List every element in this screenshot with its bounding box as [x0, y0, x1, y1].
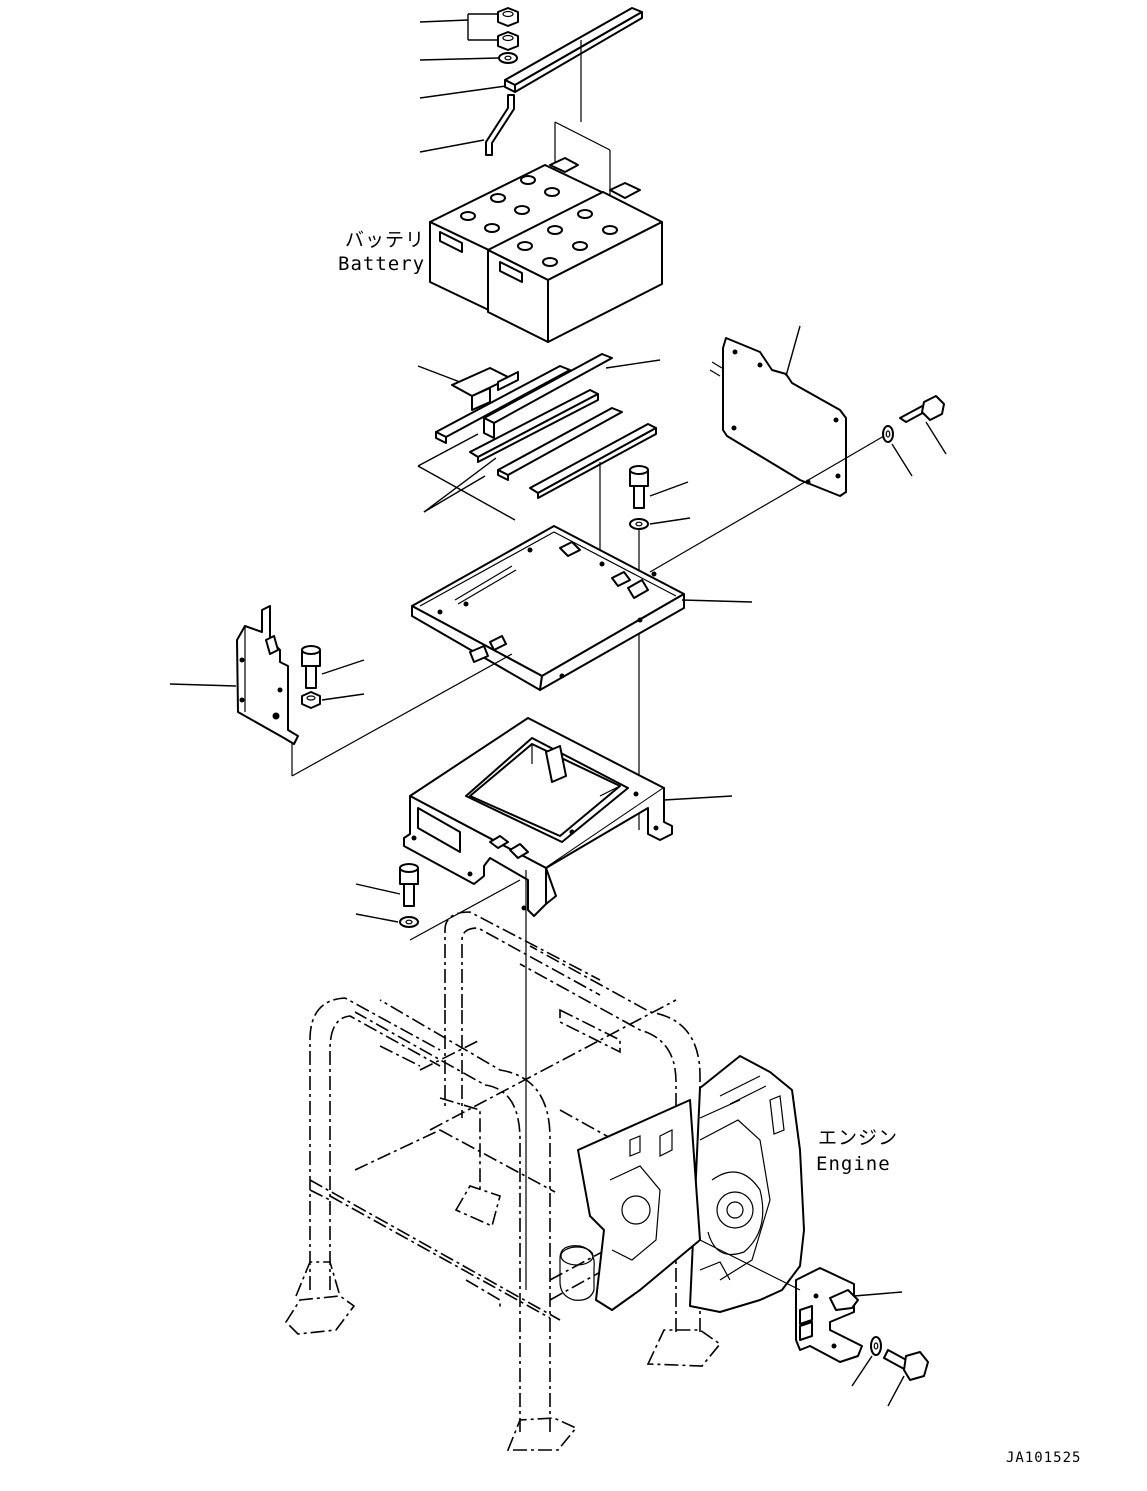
frame-phantom: [284, 911, 722, 1451]
leader-lines-lower: [699, 1239, 905, 1407]
top-washer[interactable]: [498, 52, 518, 64]
tray-bolt[interactable]: [629, 465, 649, 509]
leader-lines-bracket: [169, 659, 365, 701]
battery-label: バッテリ Battery: [338, 229, 425, 275]
cover-washer[interactable]: [882, 425, 894, 443]
battery-right[interactable]: [487, 182, 663, 343]
leader-lines-stand: [663, 795, 733, 801]
tray-washer[interactable]: [629, 518, 649, 530]
cover-plate[interactable]: [709, 337, 847, 497]
top-nut-1[interactable]: [497, 7, 519, 27]
cover-bolt[interactable]: [899, 395, 945, 423]
battery-label-en: Battery: [338, 253, 425, 275]
strip-3[interactable]: [469, 389, 599, 463]
strip-2[interactable]: [483, 353, 613, 439]
rubber-pad[interactable]: [451, 367, 519, 411]
side-bracket[interactable]: [236, 605, 299, 745]
strip-1[interactable]: [435, 365, 571, 444]
lower-bracket[interactable]: [795, 1267, 863, 1363]
leader-lines-stand-bolt: [355, 870, 527, 1290]
lower-bolt[interactable]: [883, 1349, 929, 1381]
leader-lines-cover: [649, 325, 947, 573]
top-nut-2[interactable]: [497, 31, 519, 51]
strip-4[interactable]: [497, 407, 623, 481]
battery-label-jp: バッテリ: [345, 229, 425, 251]
side-nut[interactable]: [301, 691, 321, 709]
battery-tray[interactable]: [411, 525, 685, 691]
side-bolt[interactable]: [301, 645, 321, 689]
engine-label-jp: エンジン: [818, 1127, 898, 1149]
battery-stand[interactable]: [403, 717, 673, 917]
leader-lines-tray: [291, 599, 753, 777]
drawing-code: JA101525: [1006, 1450, 1081, 1466]
leader-lines-tray-bolt: [638, 481, 691, 830]
stand-bolt[interactable]: [399, 863, 419, 907]
leader-lines-strips: [417, 359, 661, 632]
engine-label: エンジン Engine: [816, 1127, 898, 1175]
stand-washer[interactable]: [399, 916, 419, 928]
hold-down-bar[interactable]: [504, 7, 643, 93]
strip-5[interactable]: [529, 423, 657, 499]
engine-label-en: Engine: [816, 1153, 891, 1175]
engine[interactable]: [559, 1055, 805, 1313]
j-bolt[interactable]: [485, 94, 515, 156]
lower-washer[interactable]: [870, 1336, 882, 1356]
